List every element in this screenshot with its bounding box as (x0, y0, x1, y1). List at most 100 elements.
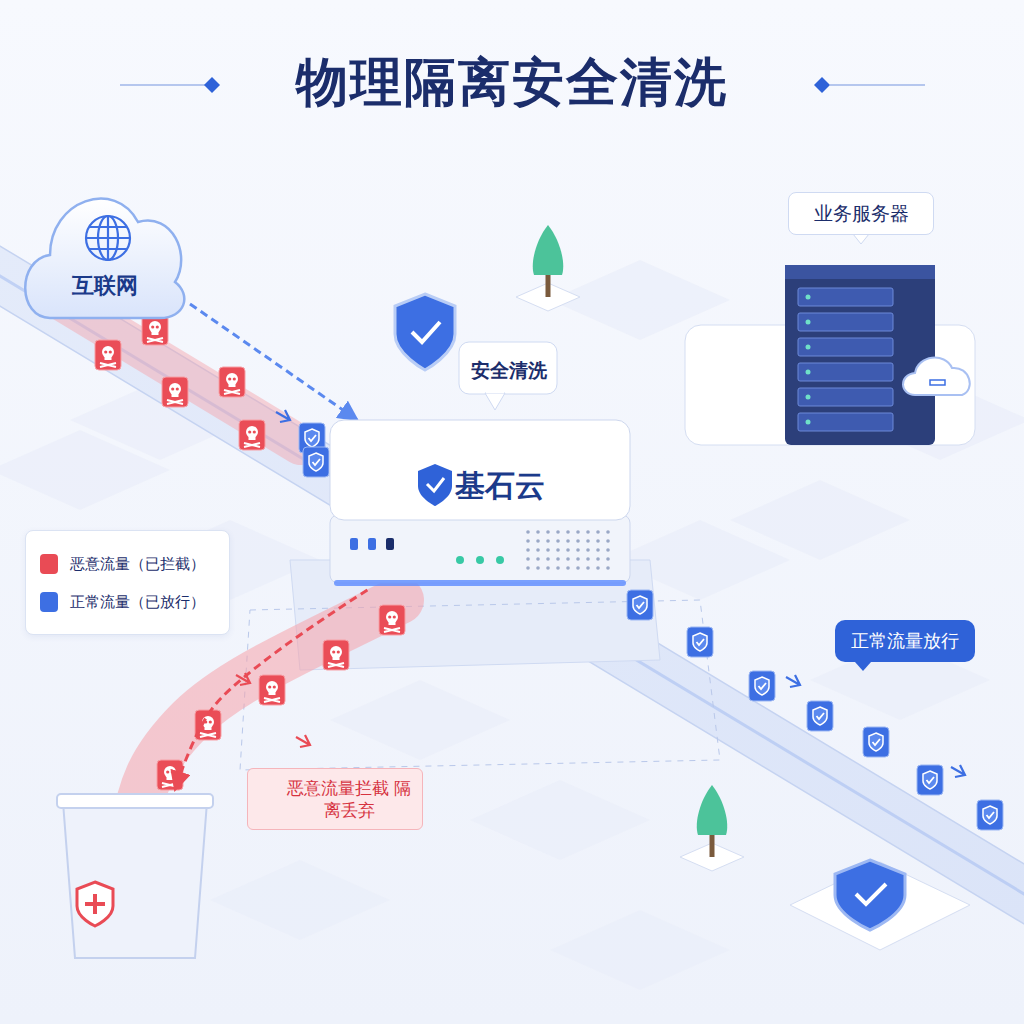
port-light (350, 538, 358, 550)
skull-bones (264, 698, 280, 702)
logo-check (427, 478, 444, 491)
skull-eye (233, 377, 236, 380)
normal-packet (977, 800, 1003, 830)
skull-bones (328, 663, 344, 667)
vent-hole (566, 557, 570, 561)
vent-hole (526, 557, 530, 561)
vent-hole (546, 539, 550, 543)
vent-hole (526, 548, 530, 552)
vent-hole (536, 557, 540, 561)
packet-check (817, 713, 825, 719)
skull-eye (171, 770, 174, 773)
vent-hole (556, 530, 560, 534)
malicious-packet (259, 675, 285, 705)
packet-body (303, 447, 329, 477)
vent-hole (576, 566, 580, 570)
node-label: 恶意流量拦截 隔离丢弃 (247, 768, 423, 830)
node-label: 业务服务器 (788, 192, 934, 235)
vent-hole (566, 530, 570, 534)
vent-hole (576, 548, 580, 552)
skull-eye (393, 615, 396, 618)
pass-label: 正常流量放行 (835, 620, 975, 662)
vent-hole (576, 557, 580, 561)
packet-body (142, 315, 168, 345)
skull-eye (228, 377, 231, 380)
packet-shield (983, 806, 997, 824)
server-cloud (903, 358, 970, 395)
legend-row: 正常流量（已放行） (40, 583, 215, 621)
vent-hole (566, 566, 570, 570)
flow-arrow (296, 735, 310, 747)
vent-hole (596, 566, 600, 570)
skull-jaw (333, 656, 340, 660)
business-server: 业务服务器 (740, 190, 980, 455)
pill-body (835, 620, 975, 662)
pill-pointer (855, 662, 871, 671)
skull-jaw (205, 726, 212, 730)
packet-shield (813, 707, 827, 725)
tree-crown (533, 225, 563, 275)
packet-body (807, 701, 833, 731)
node-label: 基石云 (455, 466, 585, 505)
skull-eye (248, 430, 251, 433)
vent-hole (606, 548, 610, 552)
belt-glow (0, 270, 1024, 900)
vent-hole (606, 557, 610, 561)
flow-arrow (276, 410, 290, 422)
vent-hole (556, 548, 560, 552)
skull-eye (156, 325, 159, 328)
badge-shield (835, 860, 905, 930)
slot-led (806, 370, 811, 375)
node-shape (55, 790, 215, 960)
vent-hole (596, 557, 600, 561)
flow-arrow (786, 675, 800, 687)
packet-body (239, 420, 265, 450)
skull-jaw (105, 356, 112, 360)
vent-hole (546, 557, 550, 561)
vent-hole (606, 539, 610, 543)
normal-packet (863, 727, 889, 757)
flow-arrow (951, 765, 965, 777)
legend-box: 恶意流量（已拦截）正常流量（已放行） (25, 530, 230, 635)
title-rule (120, 84, 205, 86)
vent-hole (586, 557, 590, 561)
packet-body (95, 340, 121, 370)
skull-jaw (269, 691, 276, 695)
skull-eye (171, 387, 174, 390)
vent-hole (556, 557, 560, 561)
port-light (386, 538, 394, 550)
malicious-packet (379, 605, 405, 635)
legend-label: 正常流量（已放行） (70, 593, 205, 612)
packet-check (313, 459, 321, 465)
vent-hole (576, 539, 580, 543)
packet-body (259, 675, 285, 705)
server-slot (798, 288, 893, 306)
internet-cloud: 互联网 (20, 160, 190, 330)
packet-shield (869, 733, 883, 751)
vent-hole (536, 539, 540, 543)
skull-jaw (229, 383, 236, 387)
callout-shield (395, 294, 455, 370)
packet-shield (309, 453, 323, 471)
vent-hole (586, 539, 590, 543)
normal-packet (917, 765, 943, 795)
skull-jaw (172, 393, 179, 397)
node-label: 互联网 (40, 272, 170, 301)
floor-tile (330, 680, 510, 760)
slot-led (806, 295, 811, 300)
skull-jaw (152, 331, 159, 335)
logo-shield (418, 464, 452, 506)
skull-jaw (167, 776, 174, 780)
tree (680, 785, 744, 871)
packet-check (309, 435, 317, 441)
skull-bones (147, 338, 163, 342)
skull-jaw (389, 621, 396, 625)
skull-eye (388, 615, 391, 618)
packet-shield (755, 677, 769, 695)
vent-hole (586, 530, 590, 534)
packet-body (863, 727, 889, 757)
skull-eye (104, 350, 107, 353)
packet-check (873, 739, 881, 745)
vent-hole (556, 539, 560, 543)
